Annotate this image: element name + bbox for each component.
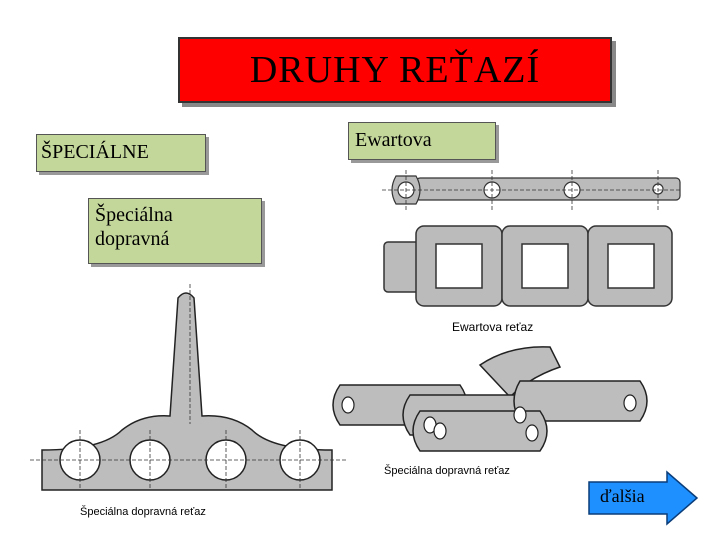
label-special-conveyor: Špeciálna dopravná <box>88 198 262 264</box>
label-special-text: ŠPECIÁLNE <box>41 141 149 163</box>
special-conveyor-chain-flat-drawing <box>30 284 348 491</box>
special-conveyor-chain-3d-drawing <box>332 346 648 452</box>
label-special-conveyor-line1: Špeciálna <box>95 204 173 226</box>
label-ewart: Ewartova <box>348 122 496 160</box>
next-arrow-icon[interactable] <box>585 470 701 526</box>
caption-special-top: Špeciálna dopravná reťaz <box>384 465 510 477</box>
label-special-conveyor-line2: dopravná <box>95 228 170 250</box>
caption-special-bottom: Špeciálna dopravná reťaz <box>80 506 206 518</box>
next-button-label[interactable]: ďalšia <box>600 486 645 506</box>
ewart-chain-drawing <box>382 170 682 307</box>
title-banner: DRUHY REŤAZÍ <box>178 37 612 103</box>
label-special: ŠPECIÁLNE <box>36 134 206 172</box>
caption-ewart: Ewartova reťaz <box>452 320 534 334</box>
label-ewart-text: Ewartova <box>355 129 432 151</box>
slide-title: DRUHY REŤAZÍ <box>249 49 541 91</box>
